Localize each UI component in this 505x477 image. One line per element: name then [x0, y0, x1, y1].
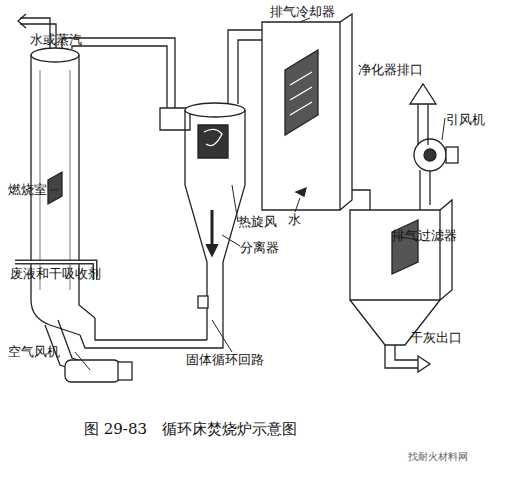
- exhaust-filter: [350, 200, 452, 372]
- part-label: 水或蒸汽: [30, 32, 82, 48]
- hot-duct: [62, 38, 175, 110]
- part-label: 固体循环回路: [186, 352, 264, 368]
- part-label: 水: [288, 212, 301, 228]
- part-label: 分离器: [240, 240, 279, 256]
- figure-caption: 图 29-83 循环床焚烧炉示意图: [84, 420, 297, 438]
- part-label: 引风机: [446, 112, 485, 128]
- cyclone-separator: [185, 103, 245, 340]
- solid-loop: [80, 330, 223, 348]
- part-label: 净化器排口: [358, 62, 423, 78]
- exhaust-duct: [228, 30, 262, 104]
- induced-fan: [410, 84, 458, 210]
- part-label: 空气风机: [8, 344, 60, 360]
- watermark: 找耐火材料网: [408, 450, 468, 464]
- exhaust-cooler: [262, 14, 352, 210]
- part-label: 热旋风: [238, 214, 277, 230]
- part-label: 燃烧室: [8, 182, 47, 198]
- exhaust-duct: [238, 40, 262, 104]
- part-label: 排气冷却器: [270, 4, 335, 20]
- leader-lines: [50, 18, 445, 370]
- part-label: 干灰出口: [410, 330, 462, 346]
- solid-loop: [95, 318, 207, 340]
- steam-arrow: [18, 14, 26, 28]
- part-label: 排气过滤器: [392, 228, 457, 244]
- cooler-duct: [352, 190, 370, 210]
- loop-valve: [198, 296, 208, 308]
- hot-duct: [72, 46, 167, 110]
- part-label: 废液和干吸收剂: [10, 266, 101, 282]
